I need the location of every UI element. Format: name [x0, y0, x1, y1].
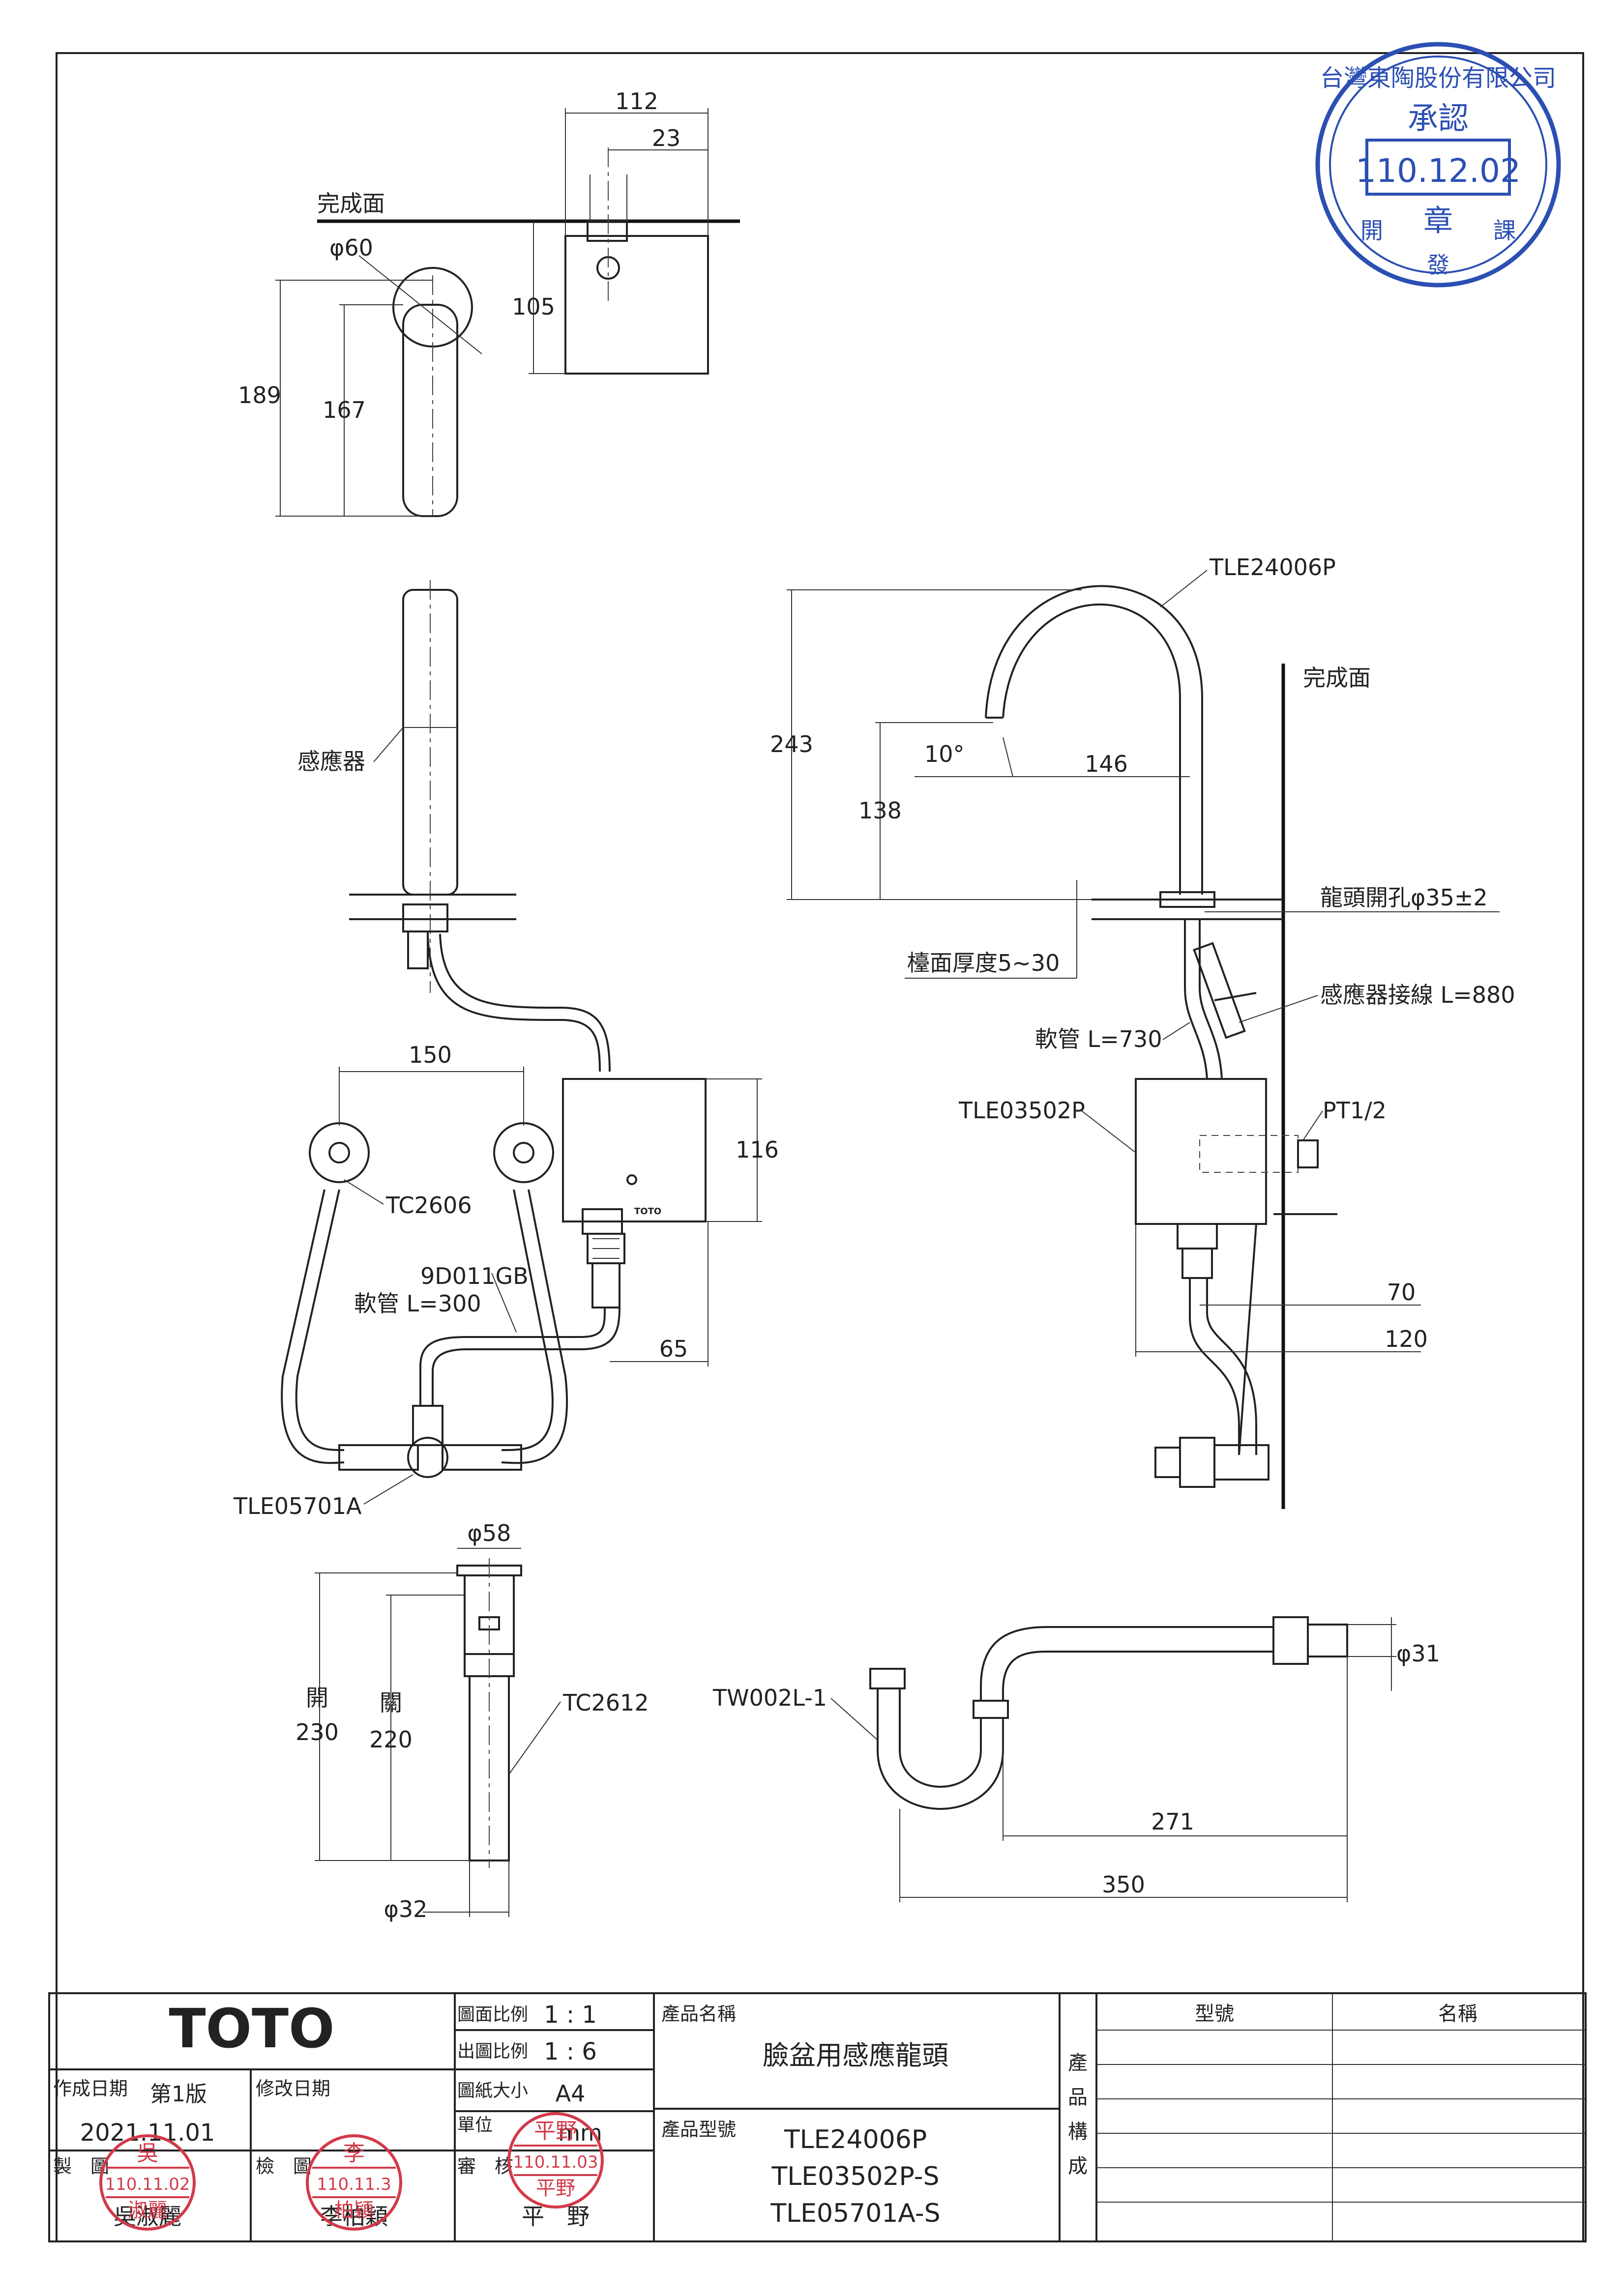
faucet-model-label: TLE24006P — [1209, 554, 1336, 581]
drawn-name: 吳淑麗 — [114, 2203, 181, 2230]
close-label: 關 — [380, 1689, 402, 1716]
dim-189: 189 — [238, 382, 281, 408]
svg-text:TOTO: TOTO — [634, 1206, 661, 1217]
dim-271: 271 — [1151, 1808, 1194, 1835]
composition-char-3: 構 — [1068, 2121, 1088, 2143]
product-name: 臉盆用感應龍頭 — [763, 2040, 948, 2071]
paper-value: A4 — [556, 2080, 586, 2107]
dim-70: 70 — [1387, 1279, 1416, 1306]
approval-stamp: 台灣東陶股份有限公司 承認 110.12.02 章 開 發 課 — [1315, 42, 1561, 288]
stamp-checked-bottom: 柏穎 — [334, 2199, 374, 2222]
stamp-dept-mid: 發 — [1427, 252, 1449, 278]
stamp-date: 110.12.02 — [1356, 152, 1521, 190]
install-front-view: 感應器 TOTO 116 TC2606 150 — [233, 580, 779, 1519]
control-box-label: TLE03502P — [958, 1097, 1085, 1124]
stamp-drawn-bottom: 淑麗 — [128, 2199, 167, 2222]
pt-label: PT1/2 — [1323, 1097, 1387, 1124]
checked-label: 檢 圖 — [256, 2155, 312, 2177]
revised-label: 修改日期 — [256, 2078, 330, 2099]
checked-name: 李柏穎 — [320, 2203, 388, 2230]
install-side-view: TLE24006P 完成面 243 138 10° 146 龍頭開孔φ35±2 … — [770, 554, 1515, 1509]
stamp-checked-top: 李 — [343, 2141, 365, 2166]
sheet-border — [56, 52, 1584, 2242]
product-model-label: 產品型號 — [661, 2119, 736, 2140]
dim-112: 112 — [615, 88, 658, 115]
p-trap-view: TW002L-1 φ31 271 350 — [712, 1616, 1440, 1902]
dim-150: 150 — [409, 1042, 452, 1068]
col-model-header: 型號 — [1195, 2003, 1234, 2025]
signature-stamp-drawn: 吳 110.11.02 淑麗 — [99, 2134, 196, 2231]
open-label: 開 — [306, 1685, 328, 1711]
signature-stamp-checked: 李 110.11.3 柏穎 — [306, 2134, 402, 2231]
hose-code-label: 9D011GB — [420, 1263, 529, 1289]
brand-logo: TOTO — [169, 1997, 334, 2060]
dim-65: 65 — [659, 1336, 688, 1362]
dim-350: 350 — [1102, 1871, 1145, 1898]
stamp-dept-right: 課 — [1493, 217, 1516, 244]
col-name-header: 名稱 — [1438, 2003, 1477, 2025]
sensor-label: 感應器 — [297, 748, 365, 775]
stamp-dept-left: 開 — [1360, 217, 1383, 244]
scale-label: 圖面比例 — [457, 2005, 528, 2025]
product-model-3: TLE05701A-S — [770, 2199, 940, 2228]
tc2606-label: TC2606 — [385, 1192, 472, 1219]
stamp-drawn-date: 110.11.02 — [105, 2175, 190, 2194]
composition-char-2: 品 — [1068, 2086, 1088, 2109]
open-value: 230 — [295, 1719, 339, 1745]
stamp-drawn-top: 吳 — [137, 2141, 158, 2166]
edition: 第1版 — [150, 2082, 207, 2107]
review-label: 審 核 — [457, 2155, 513, 2177]
tc2612-label: TC2612 — [562, 1689, 649, 1716]
dim-phi31: φ31 — [1396, 1640, 1440, 1667]
unit-label: 單位 — [457, 2115, 493, 2135]
dim-phi60: φ60 — [329, 234, 373, 261]
product-name-label: 產品名稱 — [661, 2003, 736, 2025]
stamp-org: 台灣東陶股份有限公司 — [1320, 64, 1556, 92]
valve-label: TLE05701A — [233, 1493, 362, 1519]
dim-120: 120 — [1385, 1326, 1428, 1352]
dim-116: 116 — [736, 1136, 779, 1163]
dim-146: 146 — [1085, 751, 1128, 777]
dim-105: 105 — [512, 293, 555, 320]
stamp-review-top: 平野 — [534, 2119, 577, 2144]
dim-138: 138 — [858, 797, 902, 824]
stamp-review-bottom: 平野 — [536, 2177, 575, 2200]
drawn-label: 製 圖 — [53, 2155, 109, 2177]
stamp-seal: 章 — [1423, 204, 1453, 238]
title-block: TOTO 圖面比例 1 : 1 出圖比例 1 : 6 圖紙大小 A4 單位 mm… — [48, 1992, 1587, 2242]
dim-167: 167 — [323, 397, 366, 423]
trap-label: TW002L-1 — [712, 1685, 827, 1711]
paper-label: 圖紙大小 — [457, 2081, 528, 2101]
print-scale-label: 出圖比例 — [457, 2041, 528, 2062]
dim-phi32: φ32 — [384, 1896, 428, 1922]
hose300-label: 軟管 L=300 — [354, 1290, 481, 1317]
finish-surface-label-right: 完成面 — [1303, 665, 1371, 691]
scale-value: 1 : 1 — [544, 2001, 597, 2029]
close-value: 220 — [369, 1726, 413, 1753]
finish-surface-label-left: 完成面 — [317, 190, 385, 217]
sensor-wire-label: 感應器接線 L=880 — [1320, 982, 1515, 1008]
stamp-checked-date: 110.11.3 — [317, 2175, 391, 2194]
angle-10: 10° — [924, 741, 965, 767]
signature-stamp-review: 平野 110.11.03 平野 — [507, 2112, 604, 2209]
faucet-top-view: 完成面 φ60 189 167 112 23 105 — [238, 88, 740, 517]
stamp-title: 承認 — [1408, 100, 1469, 136]
dim-23: 23 — [652, 125, 681, 151]
counter-thickness-label: 檯面厚度5~30 — [907, 950, 1060, 976]
print-scale-value: 1 : 6 — [544, 2038, 597, 2065]
created-label: 作成日期 — [53, 2078, 128, 2099]
composition-char-1: 產 — [1068, 2052, 1088, 2074]
created-date: 2021.11.01 — [80, 2119, 215, 2147]
product-model-2: TLE03502P-S — [771, 2162, 940, 2191]
drain-view: φ58 開 230 關 220 TC2612 φ32 — [295, 1520, 649, 1922]
dim-phi58: φ58 — [468, 1520, 511, 1546]
hole-label: 龍頭開孔φ35±2 — [1320, 884, 1488, 911]
stamp-review-date: 110.11.03 — [513, 2152, 598, 2172]
composition-char-4: 成 — [1068, 2155, 1088, 2178]
hose730-label: 軟管 L=730 — [1035, 1026, 1162, 1052]
dim-243: 243 — [770, 731, 813, 757]
product-model-1: TLE24006P — [784, 2125, 927, 2154]
